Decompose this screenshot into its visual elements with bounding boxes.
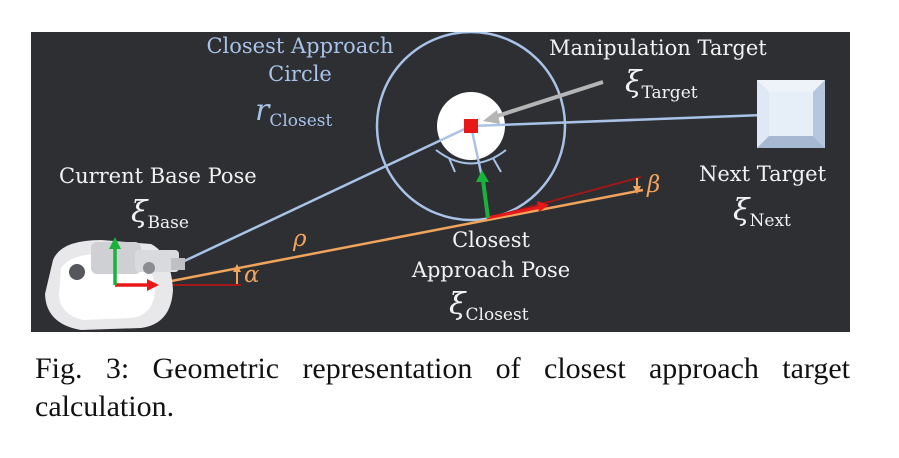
closest-approach-label-line1: Closest [452, 228, 530, 252]
closest-symbol: ξ [449, 287, 466, 322]
closest-pose-y-axis [481, 179, 490, 219]
figure-caption: Fig. 3: Geometric representation of clos… [35, 352, 850, 423]
closest-approach-circle [375, 32, 567, 222]
closest-approach-label-line2: Approach Pose [411, 258, 571, 282]
radius-label: rClosest [255, 93, 332, 130]
robot-base-icon [45, 240, 185, 330]
arc-tick-left [448, 157, 456, 173]
line-target-to-base [160, 124, 472, 274]
base-symbol-label: ξBase [131, 195, 189, 232]
next-target-cube-icon [757, 80, 825, 148]
rho-label: ρ [293, 226, 307, 252]
circle-label-line1: Closest Approach [206, 34, 394, 58]
closest-symbol-label: ξClosest [449, 287, 529, 324]
next-subscript: Next [749, 211, 791, 231]
current-base-pose-label: Current Base Pose [59, 164, 257, 188]
radius-subscript: Closest [269, 111, 333, 131]
closest-pose-y-arrowhead [476, 170, 489, 182]
arc-tick-right [492, 157, 502, 173]
next-target-label: Next Target [699, 162, 827, 186]
line-target-to-next [470, 112, 792, 128]
closest-pose-x-axis [486, 205, 542, 220]
figure-panel: Closest Approach Circle rClosest Manipul… [31, 32, 850, 332]
target-pointer-arrowhead [483, 110, 500, 124]
closest-subscript: Closest [465, 305, 529, 325]
beta-arrowhead [633, 186, 641, 194]
next-symbol: ξ [733, 193, 750, 228]
base-symbol: ξ [131, 195, 148, 230]
diagram [45, 32, 825, 330]
target-symbol-label: ξTarget [625, 65, 698, 102]
next-symbol-label: ξNext [733, 193, 791, 230]
manipulation-target-marker [464, 119, 478, 133]
base-y-arrowhead [109, 237, 121, 249]
base-x-arrowhead [147, 279, 159, 291]
circle-label-line2: Circle [268, 62, 332, 86]
target-pointer-line [490, 80, 604, 120]
radius-symbol: r [255, 93, 270, 128]
target-symbol: ξ [625, 65, 642, 100]
target-subscript: Target [641, 83, 698, 103]
alpha-arrowhead [233, 264, 241, 272]
beta-label: β [647, 172, 661, 198]
base-subscript: Base [147, 213, 189, 233]
approach-arc [435, 149, 507, 165]
manipulation-target-label: Manipulation Target [549, 36, 767, 60]
closest-pose-x-arrowhead [537, 201, 549, 212]
alpha-label: α [244, 262, 260, 288]
